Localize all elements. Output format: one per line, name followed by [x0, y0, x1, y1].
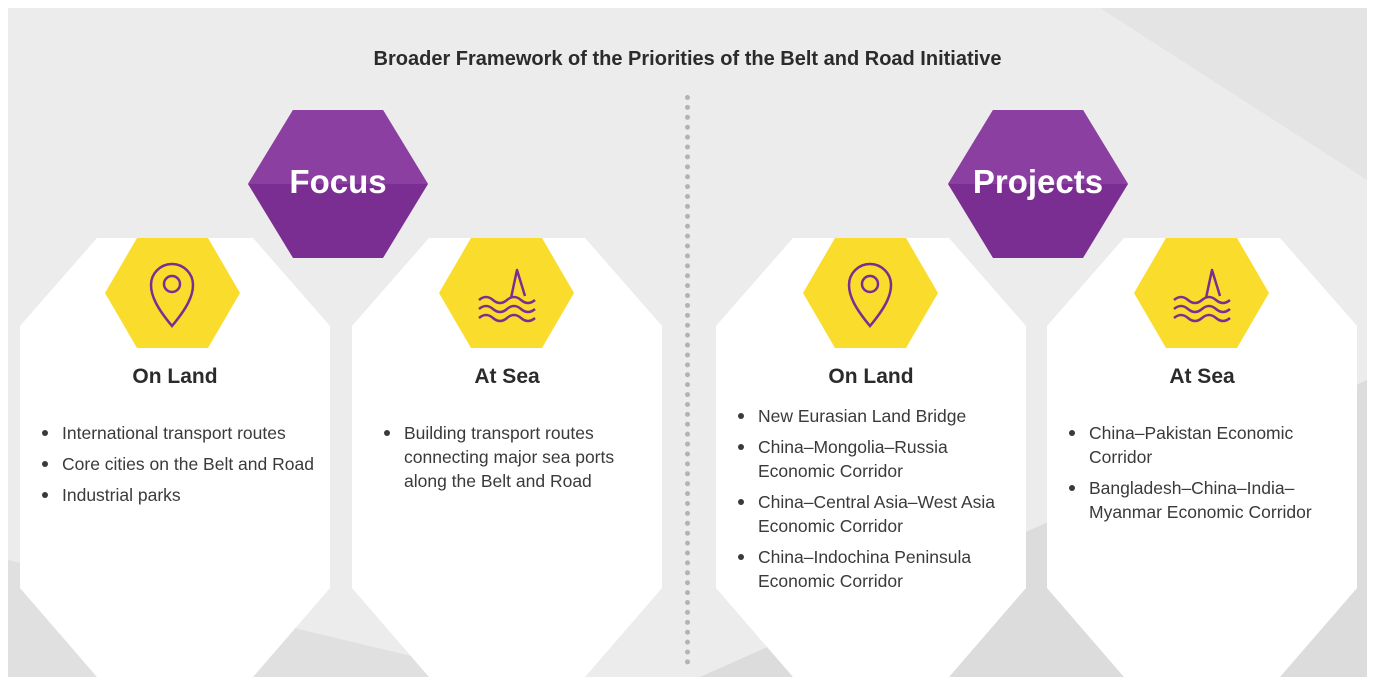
projects-at-sea-card: At Sea China–Pakistan Economic Corridor … [1047, 238, 1357, 677]
projects-label: Projects [972, 163, 1104, 200]
list-item: China–Mongolia–Russia Economic Corridor [734, 435, 1019, 483]
card-hexagon-shape [716, 238, 1026, 677]
focus-hexagon: Focus [248, 110, 428, 258]
card-heading: At Sea [1169, 365, 1235, 388]
location-pin-icon [105, 238, 240, 348]
list-item: Building transport routes connecting maj… [380, 421, 640, 493]
card-hexagon-shape [1047, 238, 1357, 677]
card-heading: At Sea [474, 365, 540, 388]
item-list: Building transport routes connecting maj… [380, 421, 640, 500]
list-item: China–Central Asia–West Asia Economic Co… [734, 490, 1019, 538]
card-hexagon-shape [352, 238, 662, 677]
item-list: New Eurasian Land Bridge China–Mongolia–… [734, 404, 1019, 600]
projects-hexagon: Projects [948, 110, 1128, 258]
card-hexagon-shape [20, 238, 330, 677]
list-item: Bangladesh–China–India–Myanmar Economic … [1065, 476, 1350, 524]
focus-label: Focus [289, 163, 387, 200]
location-pin-icon [803, 238, 938, 348]
focus-at-sea-card: At Sea Building transport routes connect… [352, 238, 662, 677]
list-item: China–Pakistan Economic Corridor [1065, 421, 1350, 469]
sea-waves-sail-icon [1134, 238, 1269, 348]
card-heading: On Land [132, 365, 218, 388]
list-item: China–Indochina Peninsula Economic Corri… [734, 545, 1019, 593]
sea-waves-sail-icon [439, 238, 574, 348]
section-divider [685, 95, 690, 665]
list-item: Industrial parks [38, 483, 318, 507]
focus-on-land-card: On Land International transport routes C… [20, 238, 330, 677]
list-item: Core cities on the Belt and Road [38, 452, 318, 476]
projects-on-land-card: On Land New Eurasian Land Bridge China–M… [716, 238, 1026, 677]
item-list: China–Pakistan Economic Corridor Banglad… [1065, 421, 1350, 531]
diagram-title: Broader Framework of the Priorities of t… [373, 48, 1002, 70]
list-item: International transport routes [38, 421, 318, 445]
list-item: New Eurasian Land Bridge [734, 404, 1019, 428]
projects-hexagon-shape [948, 110, 1128, 258]
focus-hexagon-shape [248, 110, 428, 258]
card-heading: On Land [828, 365, 914, 388]
item-list: International transport routes Core citi… [38, 421, 318, 514]
